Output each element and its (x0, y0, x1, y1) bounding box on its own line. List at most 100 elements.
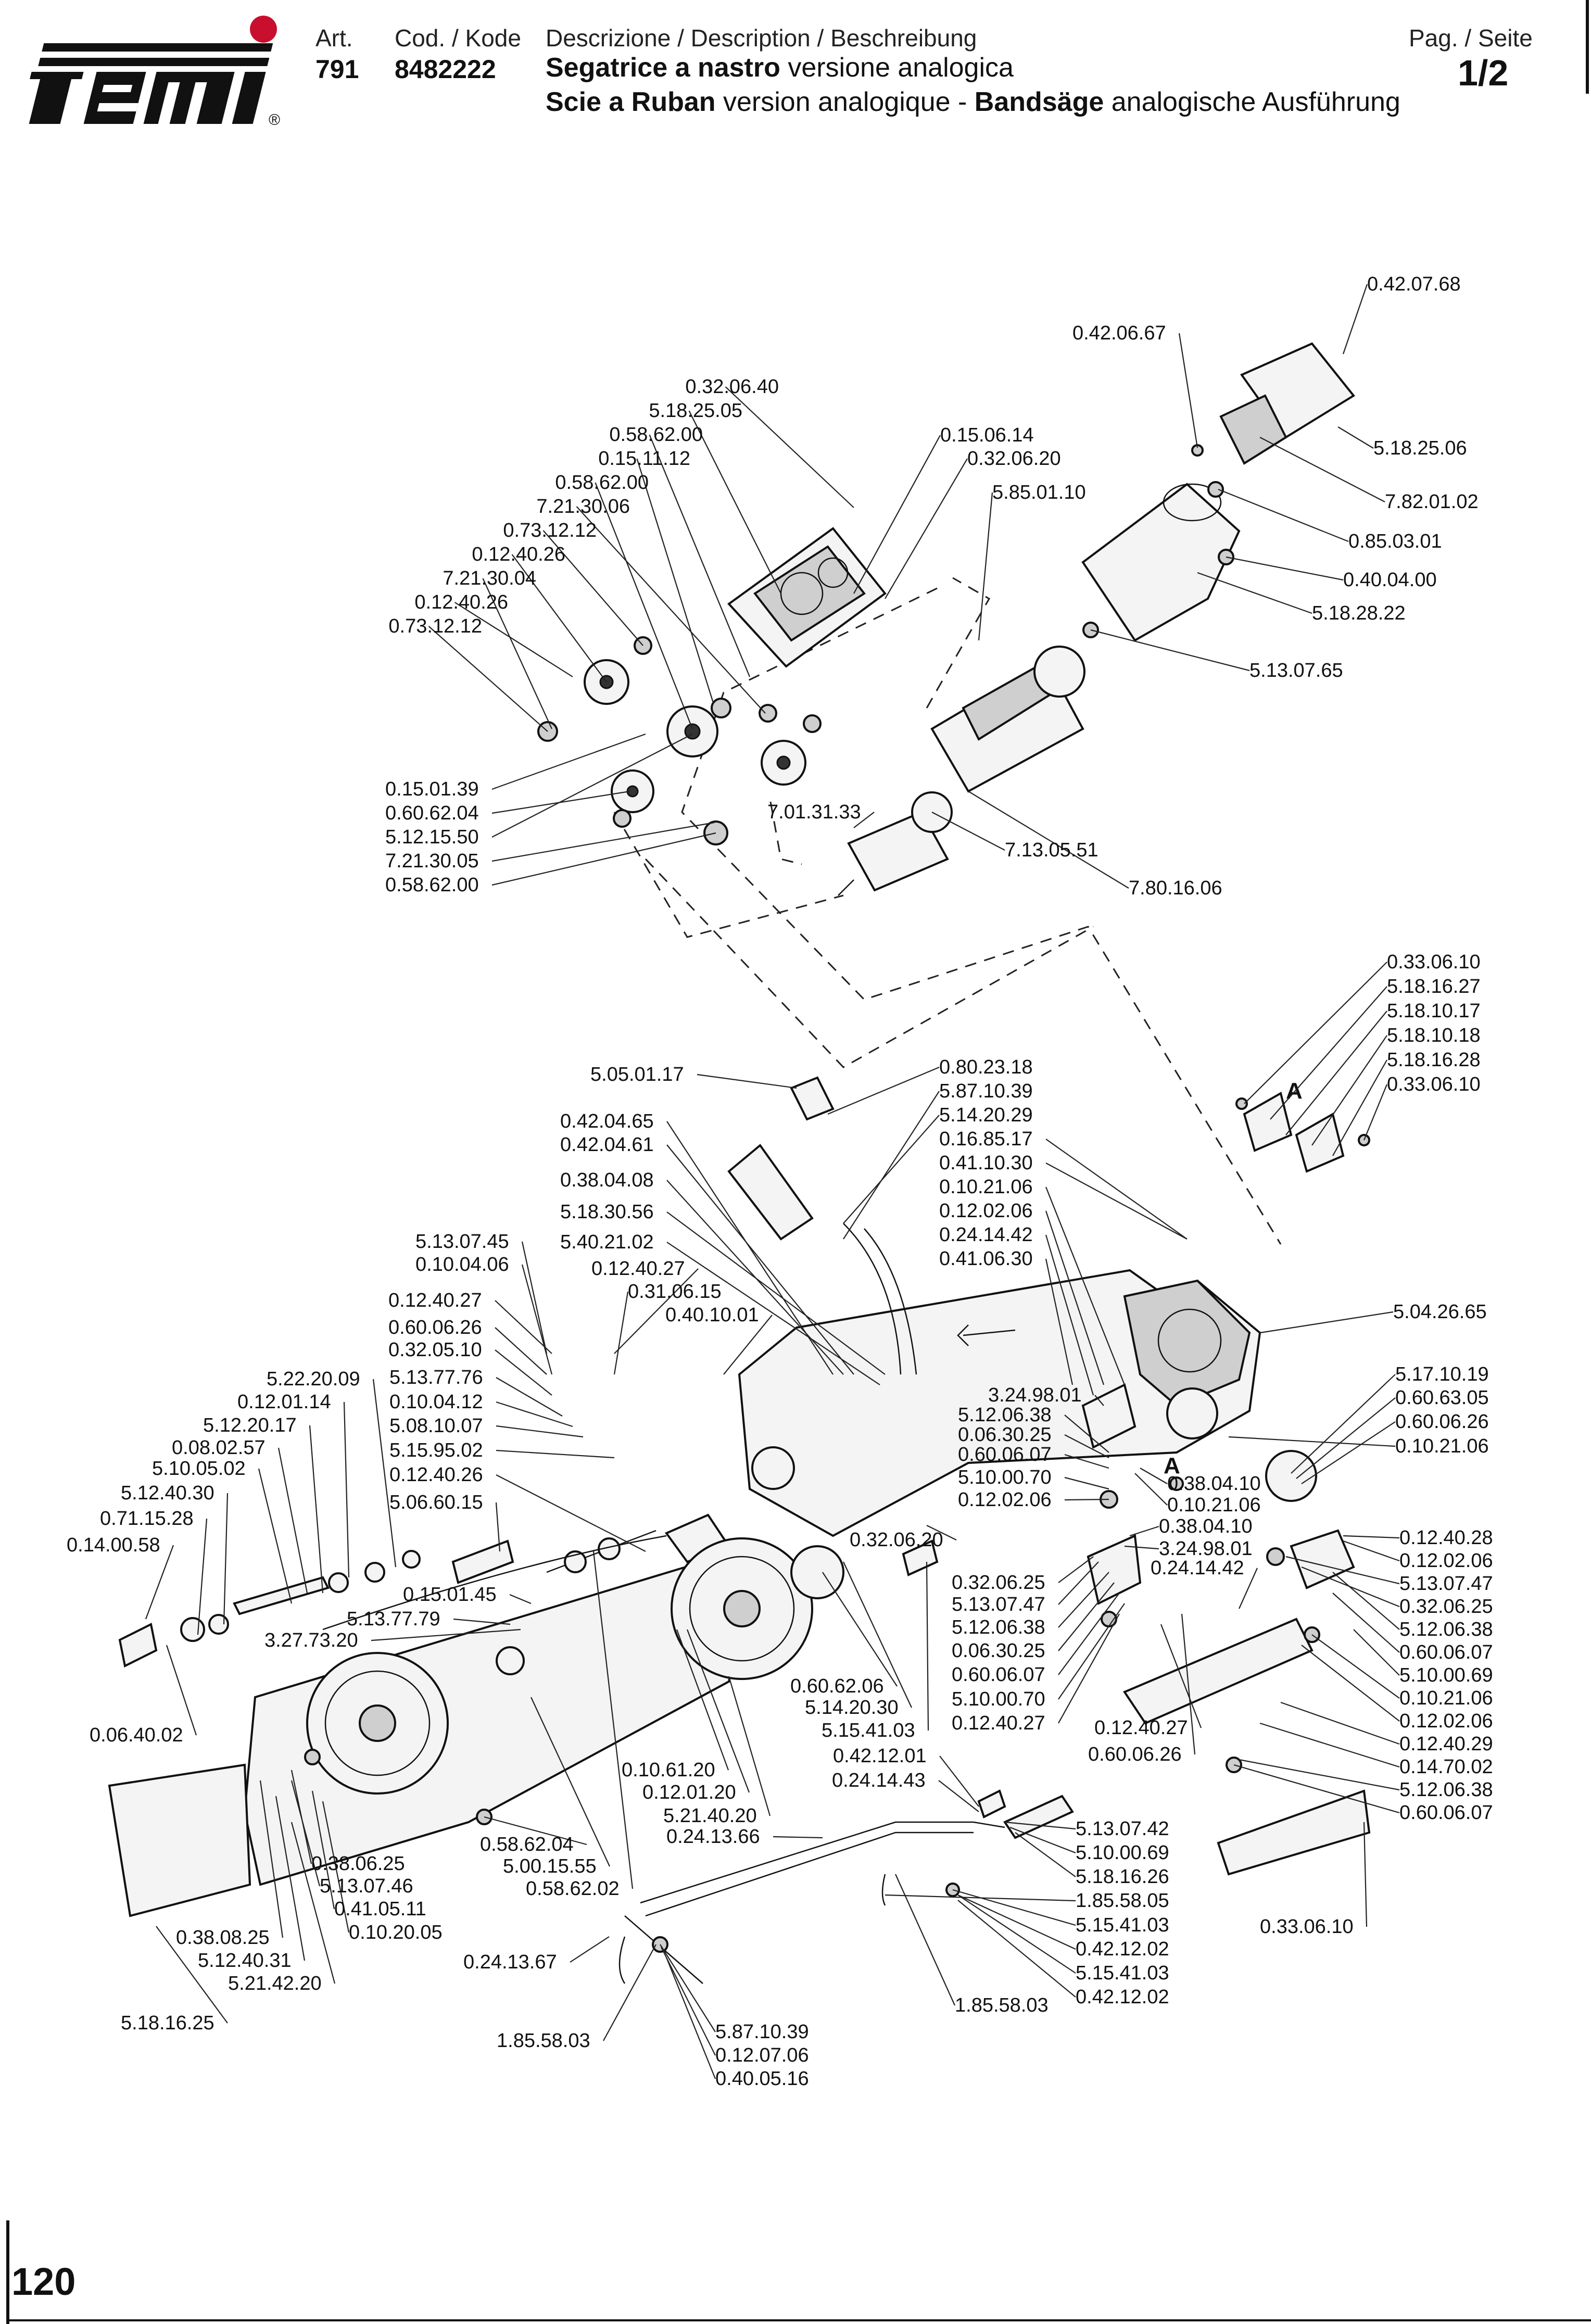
part-number-label: 5.12.06.38 (958, 1404, 1052, 1426)
leader-line (309, 1425, 324, 1594)
part-number-label: 0.15.01.39 (385, 778, 479, 800)
leader-line (926, 1561, 929, 1731)
leader-line (660, 1944, 716, 2032)
part-number-label: 5.13.77.76 (389, 1367, 483, 1388)
art-label: Art. (315, 24, 353, 52)
leader-line (1259, 1722, 1400, 1768)
description-italian-bold: Segatrice a nastro (546, 53, 780, 83)
part-number-label: 5.10.00.70 (952, 1688, 1045, 1710)
part-number-label: 7.21.30.04 (443, 567, 536, 589)
motor-cover (1081, 342, 1355, 642)
part-number-label: 0.42.12.01 (833, 1745, 927, 1767)
leader-line (454, 602, 573, 677)
part-number-label: 0.60.06.07 (952, 1664, 1045, 1686)
part-number-label: 0.40.10.01 (665, 1304, 759, 1326)
part-number-label: 0.12.40.27 (1094, 1717, 1188, 1739)
leader-line (521, 1264, 553, 1375)
leader-line (521, 1241, 548, 1354)
leader-line (595, 482, 693, 729)
leader-line (496, 1449, 615, 1459)
part-number-label: 5.87.10.39 (939, 1080, 1033, 1102)
part-number-label: 0.15.01.45 (403, 1584, 497, 1606)
leader-line (666, 1242, 880, 1385)
part-number-label: 0.24.13.67 (463, 1951, 557, 1973)
leader-line (1140, 1468, 1168, 1484)
description-italian-rest: versione analogica (780, 53, 1014, 83)
part-number-label: 5.13.07.46 (320, 1875, 413, 1897)
part-number-label: 0.24.14.42 (1151, 1557, 1244, 1579)
leader-line (1218, 488, 1349, 542)
leader-line (491, 734, 693, 838)
part-number-label: 0.06.30.25 (952, 1640, 1045, 1662)
part-number-label: 1.85.58.05 (1076, 1890, 1169, 1912)
part-number-label: 0.10.21.06 (1395, 1435, 1489, 1457)
part-number-label: 0.12.01.20 (642, 1782, 736, 1803)
page-value: 1/2 (1458, 53, 1509, 93)
motor-body (930, 646, 1085, 793)
leader-line (1134, 1473, 1168, 1506)
part-number-label: 0.42.06.67 (1072, 322, 1166, 344)
description-label: Descrizione / Description / Beschreibung (546, 24, 977, 52)
part-number-label: 0.42.07.68 (1367, 273, 1461, 295)
leader-line (491, 832, 716, 886)
leader-line (676, 1629, 729, 1771)
part-number-label: 0.38.04.10 (1159, 1515, 1253, 1537)
part-number-label: 0.38.04.10 (1167, 1473, 1261, 1495)
leader-line (496, 1401, 573, 1428)
part-number-label: 7.21.30.06 (536, 496, 630, 517)
leader-line (1058, 1613, 1120, 1724)
part-number-label: 0.80.23.18 (939, 1056, 1033, 1078)
leader-line (1233, 1764, 1400, 1814)
leader-line (1160, 1624, 1202, 1728)
part-number-label: 0.33.06.10 (1260, 1916, 1354, 1938)
leader-line (570, 1936, 610, 1963)
leader-line (1280, 1701, 1400, 1745)
dashed-group-outline (681, 587, 1282, 1245)
leader-line (938, 1780, 979, 1812)
part-number-label: 5.13.07.45 (415, 1231, 509, 1253)
part-number-label: 0.60.63.05 (1395, 1387, 1489, 1409)
part-number-label: 5.06.60.15 (389, 1492, 483, 1513)
part-number-label: 5.12.06.38 (1399, 1779, 1493, 1801)
leader-line (957, 1894, 1076, 1950)
part-number-label: 5.15.41.03 (1076, 1914, 1169, 1936)
leader-line (343, 1401, 350, 1578)
part-number-label: 5.18.16.28 (1387, 1049, 1481, 1071)
part-number-label: 0.38.06.25 (311, 1853, 405, 1875)
leader-line (613, 1291, 629, 1375)
leader-line (1178, 333, 1198, 448)
description-french-german: Scie a Ruban version analogique - Bandsä… (546, 86, 1400, 118)
leader-line (686, 1629, 750, 1793)
part-number-label: 0.32.06.40 (685, 376, 779, 398)
part-number-label: 5.15.41.03 (822, 1720, 915, 1741)
leader-line (1064, 1434, 1109, 1458)
leader-line (603, 1944, 656, 2041)
leader-line (1058, 1561, 1099, 1605)
leader-line (1332, 1059, 1387, 1156)
part-number-label: 5.15.41.03 (1076, 1962, 1169, 1984)
leader-line (1332, 1593, 1400, 1653)
leader-line (1343, 1540, 1400, 1562)
leader-line (156, 1926, 228, 2024)
part-number-label: 0.12.02.06 (939, 1200, 1033, 1222)
part-number-label: 0.10.21.06 (1167, 1494, 1261, 1516)
part-number-label: 3.27.73.20 (264, 1630, 358, 1651)
part-number-label: 5.00.15.55 (503, 1855, 597, 1877)
part-number-label: 5.18.25.06 (1373, 437, 1467, 459)
part-number-label: 0.12.02.06 (1399, 1710, 1493, 1732)
leader-line (1353, 1629, 1400, 1676)
dashed-group-outline-2 (613, 812, 844, 938)
leader-line (1259, 437, 1385, 502)
leader-line (1094, 1395, 1104, 1406)
part-number-label: 3.24.98.01 (988, 1384, 1082, 1406)
leader-line (1285, 1011, 1387, 1135)
part-number-label: 5.14.20.29 (939, 1104, 1033, 1126)
part-number-label: 5.21.40.20 (663, 1805, 757, 1827)
leader-line (1181, 1613, 1196, 1755)
part-number-label: 5.13.07.42 (1076, 1818, 1169, 1840)
leader-line (428, 626, 548, 732)
leader-line (1015, 1832, 1076, 1877)
part-number-label: 0.10.04.06 (415, 1254, 509, 1275)
leader-line (509, 1594, 532, 1605)
